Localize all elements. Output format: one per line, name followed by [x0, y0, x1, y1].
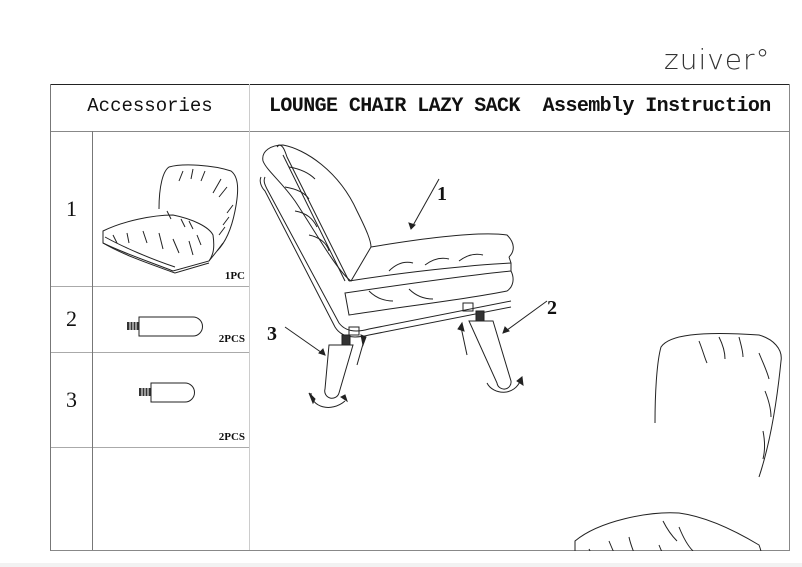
callout-3: 3	[267, 323, 277, 345]
accessories-list: 1 1PC	[51, 131, 250, 550]
accessory-row-empty	[51, 447, 249, 550]
page-title: LOUNGE CHAIR LAZY SACK Assembly Instruct…	[269, 95, 771, 118]
header-row: Accessories LOUNGE CHAIR LAZY SACK Assem…	[51, 84, 789, 132]
long-leg-icon	[127, 316, 203, 337]
accessory-cell	[93, 447, 249, 550]
assembly-sheet: Accessories LOUNGE CHAIR LAZY SACK Assem…	[50, 84, 790, 551]
accessory-quantity: 2PCS	[218, 431, 245, 443]
seat-cushion-icon	[102, 164, 239, 274]
accessory-index	[51, 447, 93, 550]
header-rule	[50, 84, 790, 85]
callout-2: 2	[547, 297, 557, 319]
accessory-quantity: 2PCS	[218, 333, 245, 345]
page-bottom-strip	[0, 563, 802, 567]
accessory-index: 1	[51, 131, 93, 286]
chair-exploded-view-icon	[259, 144, 782, 551]
short-leg-icon	[139, 382, 195, 403]
callout-1: 1	[437, 183, 447, 205]
accessory-row: 1 1PC	[51, 131, 249, 287]
accessory-quantity: 1PC	[224, 270, 245, 282]
accessory-row: 3 2PCS	[51, 352, 249, 448]
accessory-row: 2 2PCS	[51, 286, 249, 353]
assembly-diagram: 1 2 3	[249, 131, 789, 551]
accessory-cell: 2PCS	[93, 286, 249, 352]
accessory-index: 2	[51, 286, 93, 352]
accessory-cell: 1PC	[93, 131, 249, 286]
accessories-title: Accessories	[51, 84, 250, 131]
brand-logo: zuiver°	[664, 43, 771, 76]
accessory-index: 3	[51, 352, 93, 447]
accessory-cell: 2PCS	[93, 352, 249, 447]
